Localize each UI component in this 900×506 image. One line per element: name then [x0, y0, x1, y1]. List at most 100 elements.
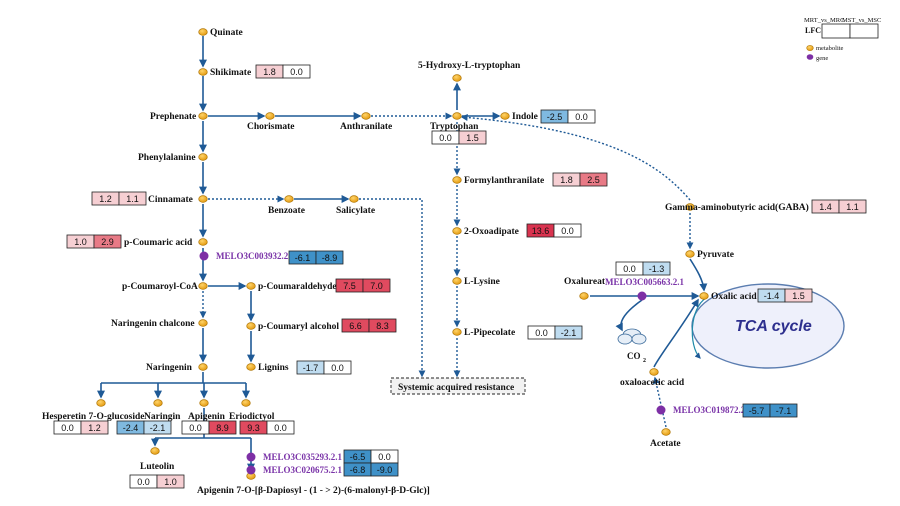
- metabolite-label: Oxalic acid: [711, 292, 757, 302]
- metabolite-node: [198, 112, 208, 120]
- metabolite-label: Shikimate: [210, 68, 251, 78]
- lfc-value: -5.7: [749, 406, 765, 416]
- metabolite-label: Cinnamate: [148, 195, 193, 205]
- pathway-arrow: [359, 198, 426, 378]
- lfc-value: 0.0: [623, 264, 636, 274]
- lfc-value: 9.3: [247, 423, 260, 433]
- metabolite-label: L-Lysine: [464, 277, 500, 287]
- metabolite-label: Prephenate: [150, 112, 196, 122]
- metabolite-node: [500, 112, 510, 120]
- gene-node: [246, 465, 256, 475]
- metabolite-node: [241, 399, 251, 407]
- metabolite-node: [198, 68, 208, 76]
- metabolite-naringin: Naringin -2.4 -2.1: [116, 399, 181, 435]
- lfc-cell: [553, 223, 582, 238]
- lfc-cell: [554, 325, 583, 340]
- metabolite-label: L-Pipecolate: [464, 328, 515, 338]
- lfc-value: 8.9: [216, 423, 229, 433]
- lfc-value: 0.0: [61, 423, 74, 433]
- legend-col2: MST_vs_MSC: [842, 17, 881, 24]
- lfc-value: 8.3: [376, 321, 389, 331]
- lfc-value: 7.5: [343, 281, 356, 291]
- pathway-arrow: [101, 372, 246, 384]
- metabolite-oxaloacetic: oxaloacetic acid: [620, 368, 685, 388]
- lfc-value: 0.0: [575, 112, 588, 122]
- metabolite-node: [452, 74, 462, 82]
- lfc-value: 1.2: [99, 194, 112, 204]
- lfc-cell: [282, 64, 311, 79]
- lfc-value: -6.5: [350, 452, 366, 462]
- lfc-value: -8.9: [322, 253, 338, 263]
- systemic-label: Systemic acquired resistance: [398, 383, 514, 393]
- lfc-value: -6.8: [350, 465, 366, 475]
- metabolite-label: Chorismate: [247, 122, 295, 132]
- metabolite-label: p-Coumaraldehyde: [258, 282, 337, 292]
- metabolite-node: [661, 428, 671, 436]
- lfc-value: 1.4: [819, 202, 832, 212]
- co2-subscript: 2: [643, 358, 646, 364]
- legend-box-2: [849, 23, 879, 39]
- metabolite-label: Naringenin chalcone: [111, 319, 195, 329]
- pathway-arrow: [653, 298, 699, 368]
- gene-label: MELO3C003932.2.1: [216, 251, 296, 261]
- lfc-value: 0.0: [439, 133, 452, 143]
- lfc-value: 0.0: [137, 477, 150, 487]
- lfc-cell: [579, 172, 608, 187]
- metabolite-anthranilate: Anthranilate: [340, 112, 392, 132]
- gene-label: MELO3C005663.2.1: [605, 277, 685, 287]
- legend-gene: gene: [816, 55, 828, 62]
- metabolite-node: [198, 282, 208, 290]
- lfc-value: 1.5: [792, 291, 805, 301]
- metabolite-label: Quinate: [210, 28, 243, 38]
- metabolite-label: Oxalureat: [564, 277, 606, 287]
- gene-label: MELO3C019872.2.1: [673, 405, 753, 415]
- metabolite-node: [198, 319, 208, 327]
- metabolite-coumarylalcohol: p-Coumaryl alcohol 6.6 8.3: [246, 318, 397, 333]
- lfc-cell: [80, 420, 109, 435]
- lfc-value: 0.0: [535, 328, 548, 338]
- metabolite-node: [199, 399, 209, 407]
- metabolite-node: [685, 203, 695, 211]
- metabolite-label: Lignins: [258, 363, 289, 373]
- metabolite-label: 5-Hydroxy-L-tryptophan: [418, 61, 521, 71]
- gene-node: [637, 291, 647, 301]
- metabolite-coumaroylcoa: p-Coumaroyl-CoA: [122, 282, 208, 292]
- metabolite-label: oxaloacetic acid: [620, 378, 685, 388]
- metabolite-label: p-Coumaryl alcohol: [258, 322, 339, 332]
- tca-label: TCA cycle: [735, 318, 812, 335]
- gene-g2: MELO3C005663.2.1 0.0 -1.3: [605, 261, 685, 301]
- lfc-value: 1.0: [164, 477, 177, 487]
- lfc-value: 0.0: [189, 423, 202, 433]
- metabolite-label: Naringin: [144, 412, 181, 422]
- lfc-cell: [156, 474, 185, 489]
- lfc-value: -2.1: [561, 328, 577, 338]
- lfc-cell: [784, 288, 813, 303]
- metabolite-prephenate: Prephenate: [150, 112, 208, 122]
- metabolite-node: [265, 112, 275, 120]
- lfc-value: -2.4: [123, 423, 139, 433]
- metabolite-label: Benzoate: [268, 206, 305, 216]
- lfc-value: 6.6: [349, 321, 362, 331]
- lfc-value: 1.1: [846, 202, 859, 212]
- legend-metabolite: metabolite: [816, 45, 844, 52]
- metabolite-node: [349, 195, 359, 203]
- metabolite-hydroxytryptophan: 5-Hydroxy-L-tryptophan: [418, 61, 521, 82]
- lfc-cell: [368, 318, 397, 333]
- metabolite-label: p-Coumaric acid: [124, 238, 193, 248]
- lfc-value: -1.3: [649, 264, 665, 274]
- metabolite-node: [246, 363, 256, 371]
- lfc-value: 1.8: [560, 175, 573, 185]
- lfc-value: -2.1: [150, 423, 166, 433]
- metabolite-label: Salicylate: [336, 206, 375, 216]
- lfc-cell: [208, 420, 237, 435]
